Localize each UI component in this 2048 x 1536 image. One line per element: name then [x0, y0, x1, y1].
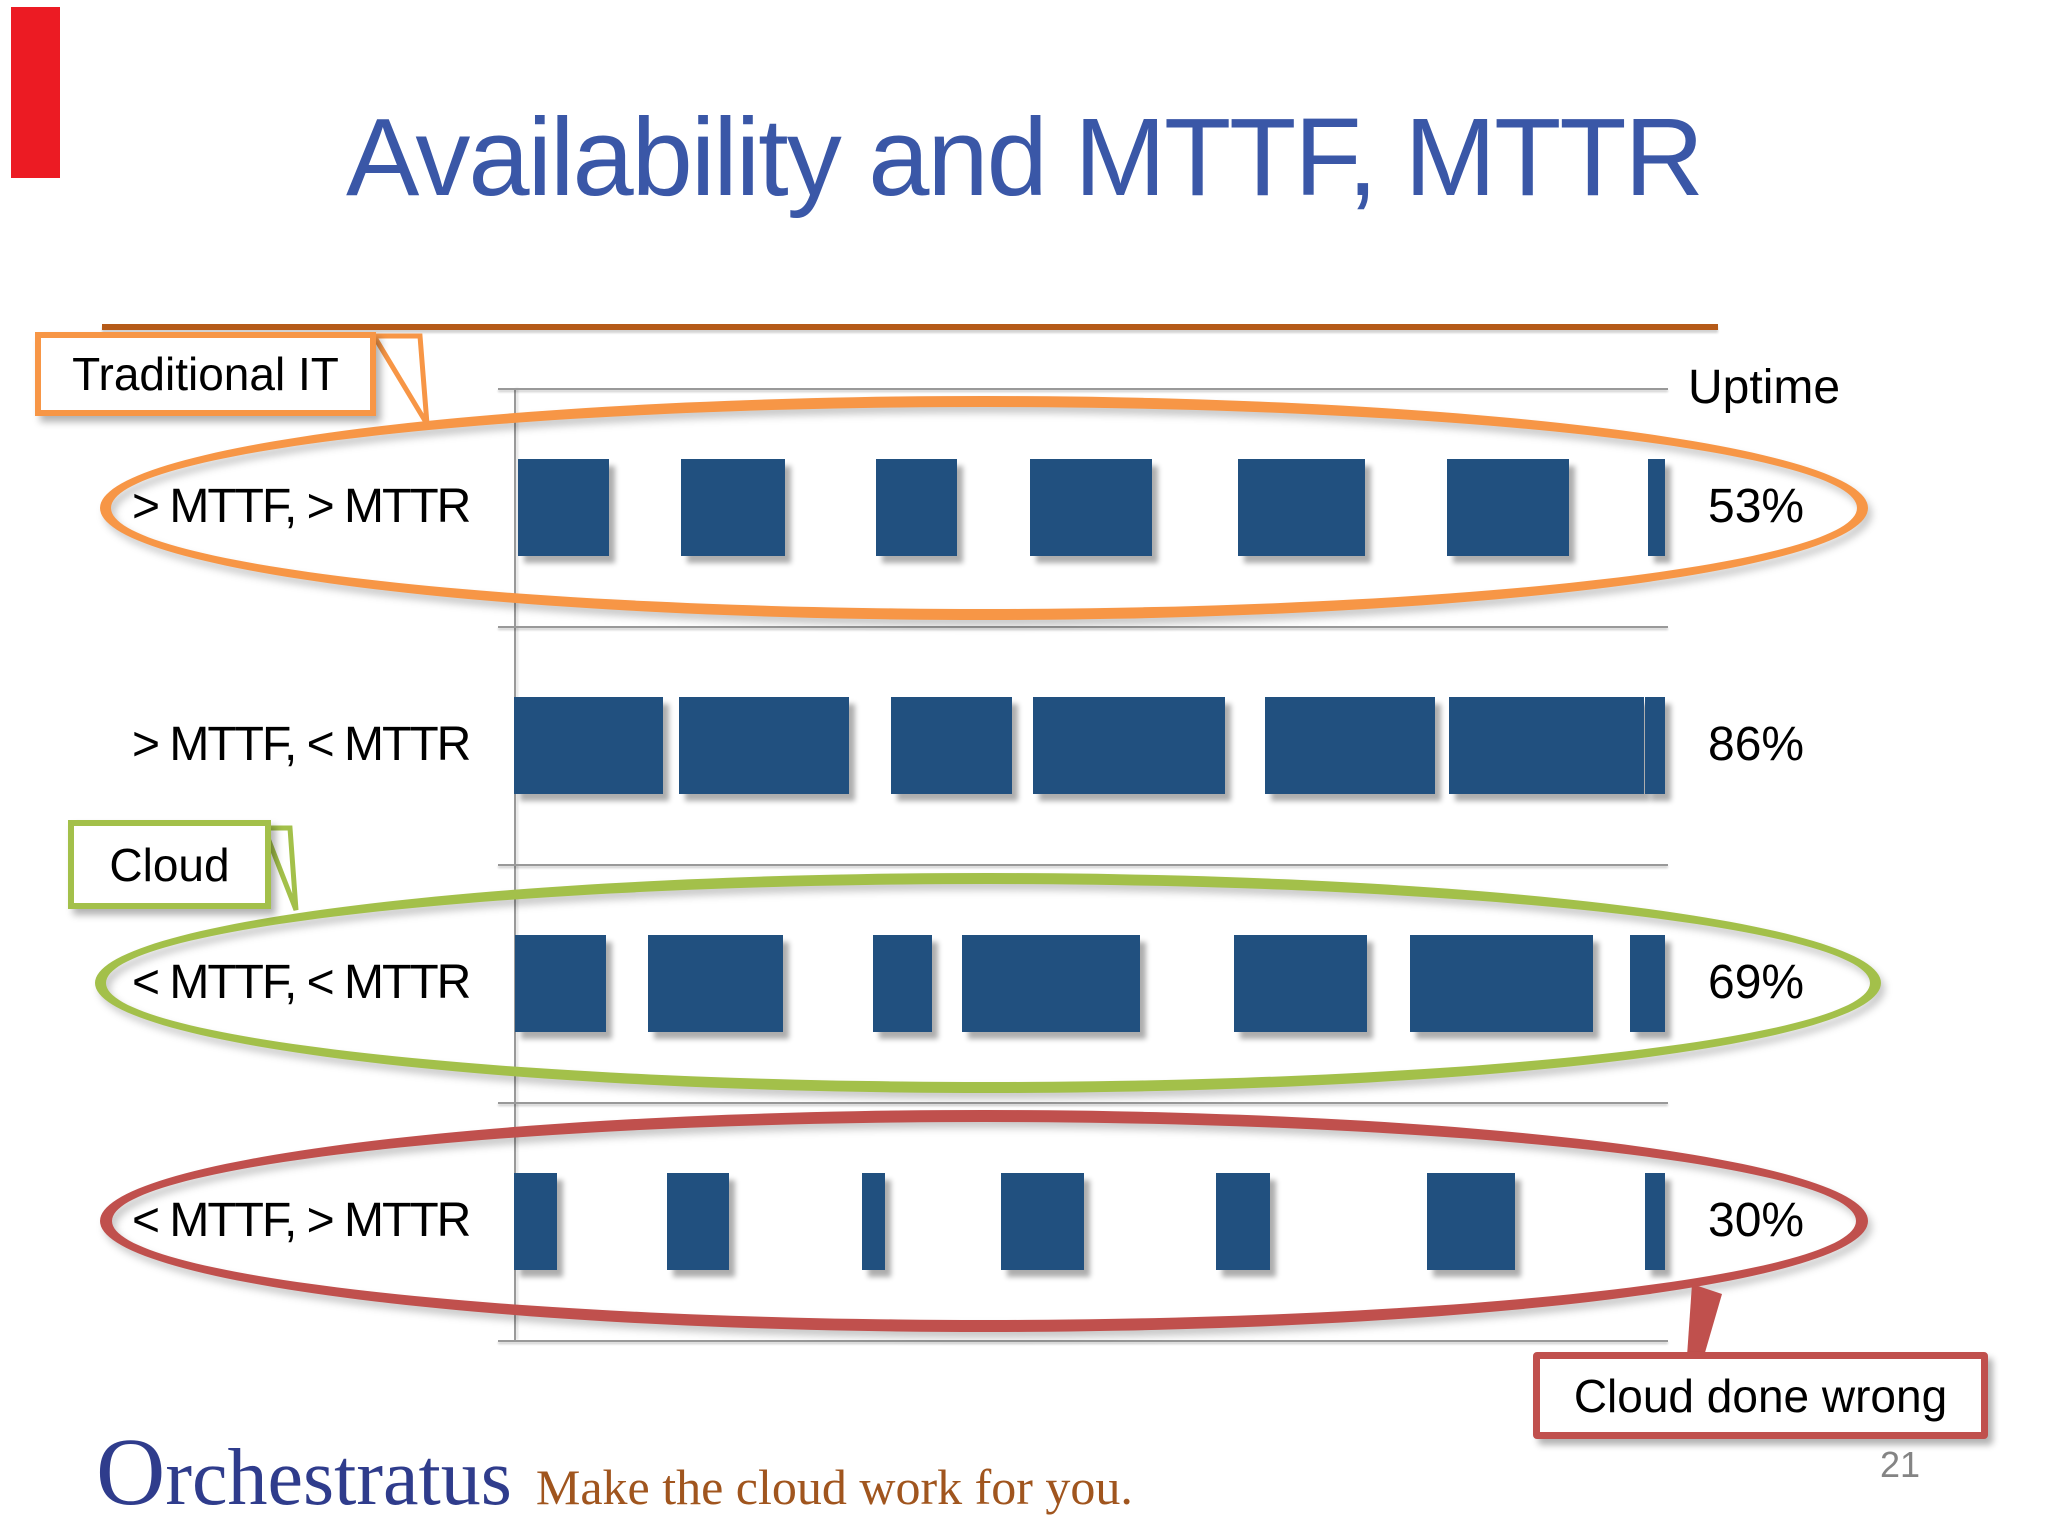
uptime-bar-r2-1	[514, 697, 663, 794]
cloud-ellipse	[95, 873, 1881, 1093]
traditional-it-label: Traditional IT	[35, 332, 376, 416]
slide-title: Availability and MTTF, MTTR	[346, 96, 1704, 219]
gridline-0	[498, 388, 1668, 390]
cloud-done-wrong-label: Cloud done wrong	[1533, 1352, 1988, 1439]
uptime-column-header: Uptime	[1688, 361, 1841, 414]
uptime-bar-r2-7	[1645, 697, 1665, 794]
uptime-bar-r2-3	[891, 697, 1012, 794]
cloud-done-wrong-pointer	[1687, 1284, 1722, 1356]
logo-tagline: Make the cloud work for you.	[535, 1459, 1133, 1515]
gridline-4	[498, 1340, 1668, 1342]
cloud-label: Cloud	[68, 820, 271, 909]
uptime-bar-r2-4	[1033, 697, 1225, 794]
uptime-value-2: 86%	[1708, 718, 1805, 771]
uptime-bar-r2-5	[1265, 697, 1435, 794]
traditional-it-pointer	[369, 333, 430, 426]
logo-brand: Orchestratus	[96, 1418, 512, 1525]
gridline-2	[498, 864, 1668, 866]
page-number: 21	[1880, 1444, 1921, 1485]
row-label-2: > MTTF, < MTTR	[132, 718, 471, 771]
cloud-pointer	[260, 825, 299, 911]
recording-marker	[11, 7, 60, 178]
traditional-it-ellipse	[100, 396, 1868, 620]
uptime-bar-r2-2	[679, 697, 849, 794]
uptime-bar-r2-6	[1449, 697, 1644, 794]
gridline-1	[498, 626, 1668, 628]
gridline-3	[498, 1102, 1668, 1104]
title-divider-line	[102, 324, 1718, 330]
logo: Orchestratus Make the cloud work for you…	[96, 1424, 1133, 1520]
